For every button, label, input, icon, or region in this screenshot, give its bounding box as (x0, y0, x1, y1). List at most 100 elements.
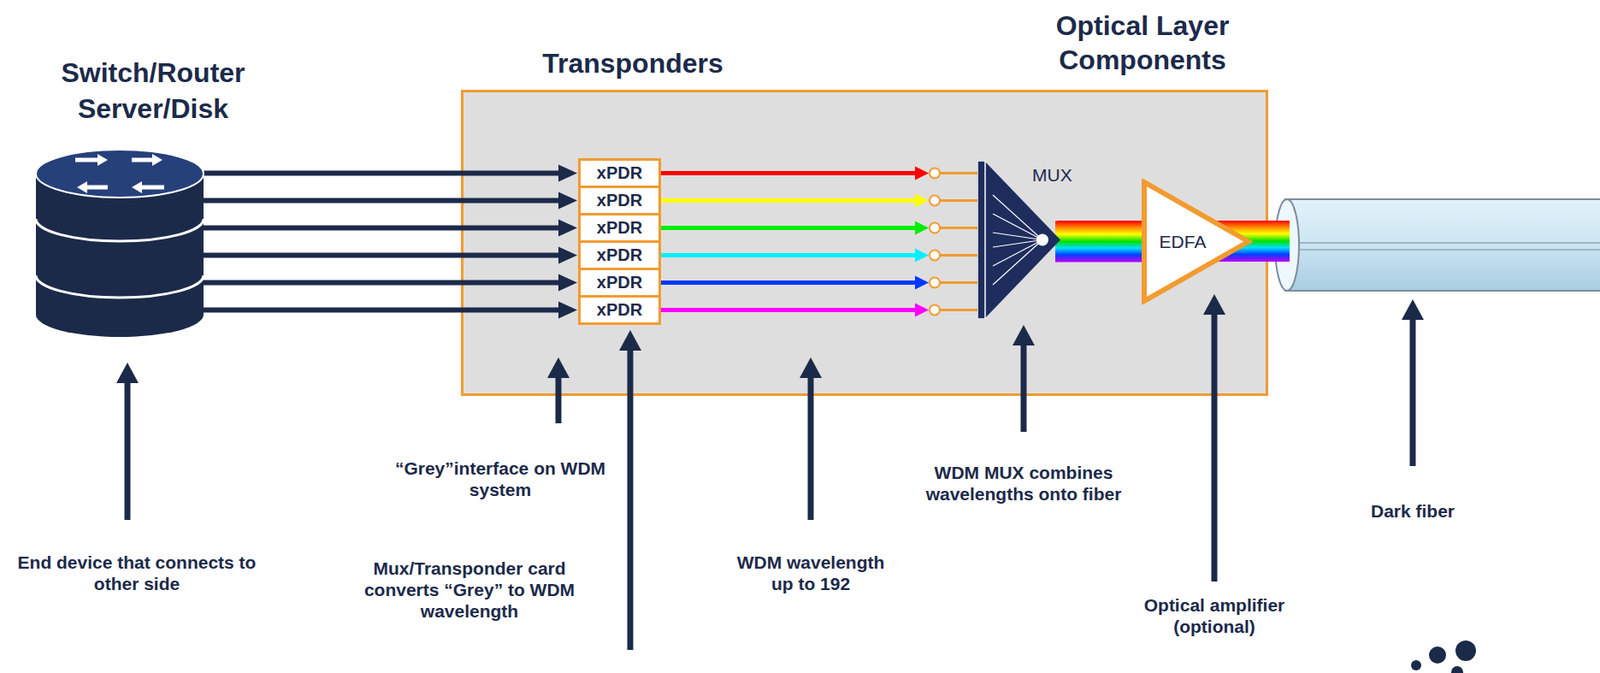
callout-label: Dark fiber (1344, 500, 1482, 522)
mux-port (929, 305, 940, 316)
router-arrowhead (97, 153, 108, 166)
arrowhead (915, 166, 929, 181)
logo-dot (1451, 666, 1464, 673)
edfa-outline (1144, 182, 1249, 302)
wdm-rainbow-band (1056, 220, 1290, 262)
heading: Switch/Router Server/Disk (16, 55, 290, 127)
callout-label: Optical amplifier (optional) (1120, 594, 1309, 638)
port-lead (939, 199, 978, 202)
fiber-core (1291, 242, 1600, 244)
connector (203, 219, 578, 237)
connector (661, 303, 978, 318)
signal-arrow (203, 253, 561, 259)
callout-arrow (627, 347, 634, 650)
xpdr-node: xPDR (578, 185, 662, 216)
wavelength-line (661, 253, 917, 258)
connector (661, 221, 978, 236)
mux-port (929, 195, 940, 207)
router-node: Switch/Router Server/Disk (34, 55, 206, 338)
callout-arrow (1021, 342, 1028, 432)
arrowhead (915, 194, 929, 208)
wavelength-line (661, 225, 917, 231)
port-lead (939, 226, 978, 230)
mux-node: MUX (977, 160, 1061, 319)
mux-fan-line (992, 213, 1043, 241)
arrowhead (915, 248, 929, 263)
signal-arrow (203, 171, 561, 177)
wavelength-line (661, 280, 917, 285)
connector (1055, 241, 1145, 243)
callout-label: WDM wavelength up to 192 (729, 551, 892, 595)
node-label: xPDR (596, 300, 643, 320)
callout-text-holder: WDM MUX combines wavelengths onto fiber (895, 461, 1152, 505)
signal-arrow (203, 225, 561, 231)
signal-arrow (203, 307, 561, 313)
callout-arrowhead (1012, 324, 1035, 346)
callout-arrowhead (619, 330, 642, 351)
logo-dot (1428, 646, 1447, 664)
callout-text-holder: Dark fiber (1344, 500, 1482, 522)
router-arrowhead (131, 181, 142, 194)
callout-arrowhead (116, 362, 139, 384)
node-label: xPDR (596, 190, 643, 211)
callout-label: WDM MUX combines wavelengths onto fiber (895, 461, 1152, 505)
xpdr-node: xPDR (578, 267, 662, 298)
text-holder: EDFA (1145, 178, 1220, 305)
logo-dot (1411, 660, 1422, 671)
arrowhead (915, 276, 929, 290)
node-label: xPDR (596, 272, 643, 293)
wdm-band (1055, 221, 1145, 263)
mux-fan-line (992, 194, 1043, 241)
text-holder: xPDR (580, 188, 659, 213)
text-holder: Transponders (504, 46, 762, 81)
arrowhead (915, 221, 929, 236)
mux-bar (977, 160, 986, 319)
connector (203, 247, 578, 265)
mux-port (929, 168, 940, 179)
fiber-body (1285, 199, 1600, 291)
router-top (35, 149, 204, 198)
connector (203, 192, 578, 210)
arrowhead (915, 303, 929, 318)
mux-port (929, 223, 940, 234)
xpdr-node: xPDR (578, 240, 662, 271)
logo-dots (1411, 640, 1477, 673)
text-holder: xPDR (580, 160, 659, 186)
callout-arrow (1211, 311, 1218, 582)
callout-text-holder: End device that connects to other side (8, 551, 266, 595)
mux-fan-line (992, 232, 1043, 241)
node-label: MUX (1032, 164, 1073, 186)
callout-text-holder: “Grey”interface on WDM system (380, 457, 620, 501)
wavelength-line (661, 171, 917, 176)
node-label: xPDR (596, 163, 643, 184)
node-label: EDFA (1159, 231, 1207, 253)
heading: Transponders (504, 46, 762, 81)
arrowhead (558, 192, 578, 210)
arrowhead (558, 274, 578, 292)
arrowhead (558, 301, 578, 319)
callout-arrowhead (1401, 299, 1424, 320)
router-arrow (75, 158, 101, 163)
callout-arrow (1410, 316, 1417, 467)
callout-arrow (555, 374, 562, 424)
connector (661, 194, 978, 208)
arrowhead (558, 165, 578, 183)
callout-arrow (808, 374, 815, 520)
wavelength-line (661, 307, 917, 313)
xpdr-node: xPDR (578, 295, 662, 325)
port-lead (939, 171, 978, 175)
arrowhead (558, 247, 578, 265)
text-holder: xPDR (580, 242, 659, 268)
xpdr-node: xPDR (578, 158, 662, 189)
text-holder: Optical Layer Components (1014, 8, 1271, 77)
callout-arrowhead (1203, 294, 1226, 315)
callout-label: “Grey”interface on WDM system (380, 457, 620, 501)
callout-text-holder: Optical amplifier (optional) (1120, 594, 1309, 638)
port-lead (939, 281, 978, 284)
signal-arrow (203, 198, 561, 204)
connector (203, 301, 578, 319)
router-arrow (138, 185, 165, 190)
mux-port (929, 250, 940, 261)
port-lead (939, 253, 978, 257)
